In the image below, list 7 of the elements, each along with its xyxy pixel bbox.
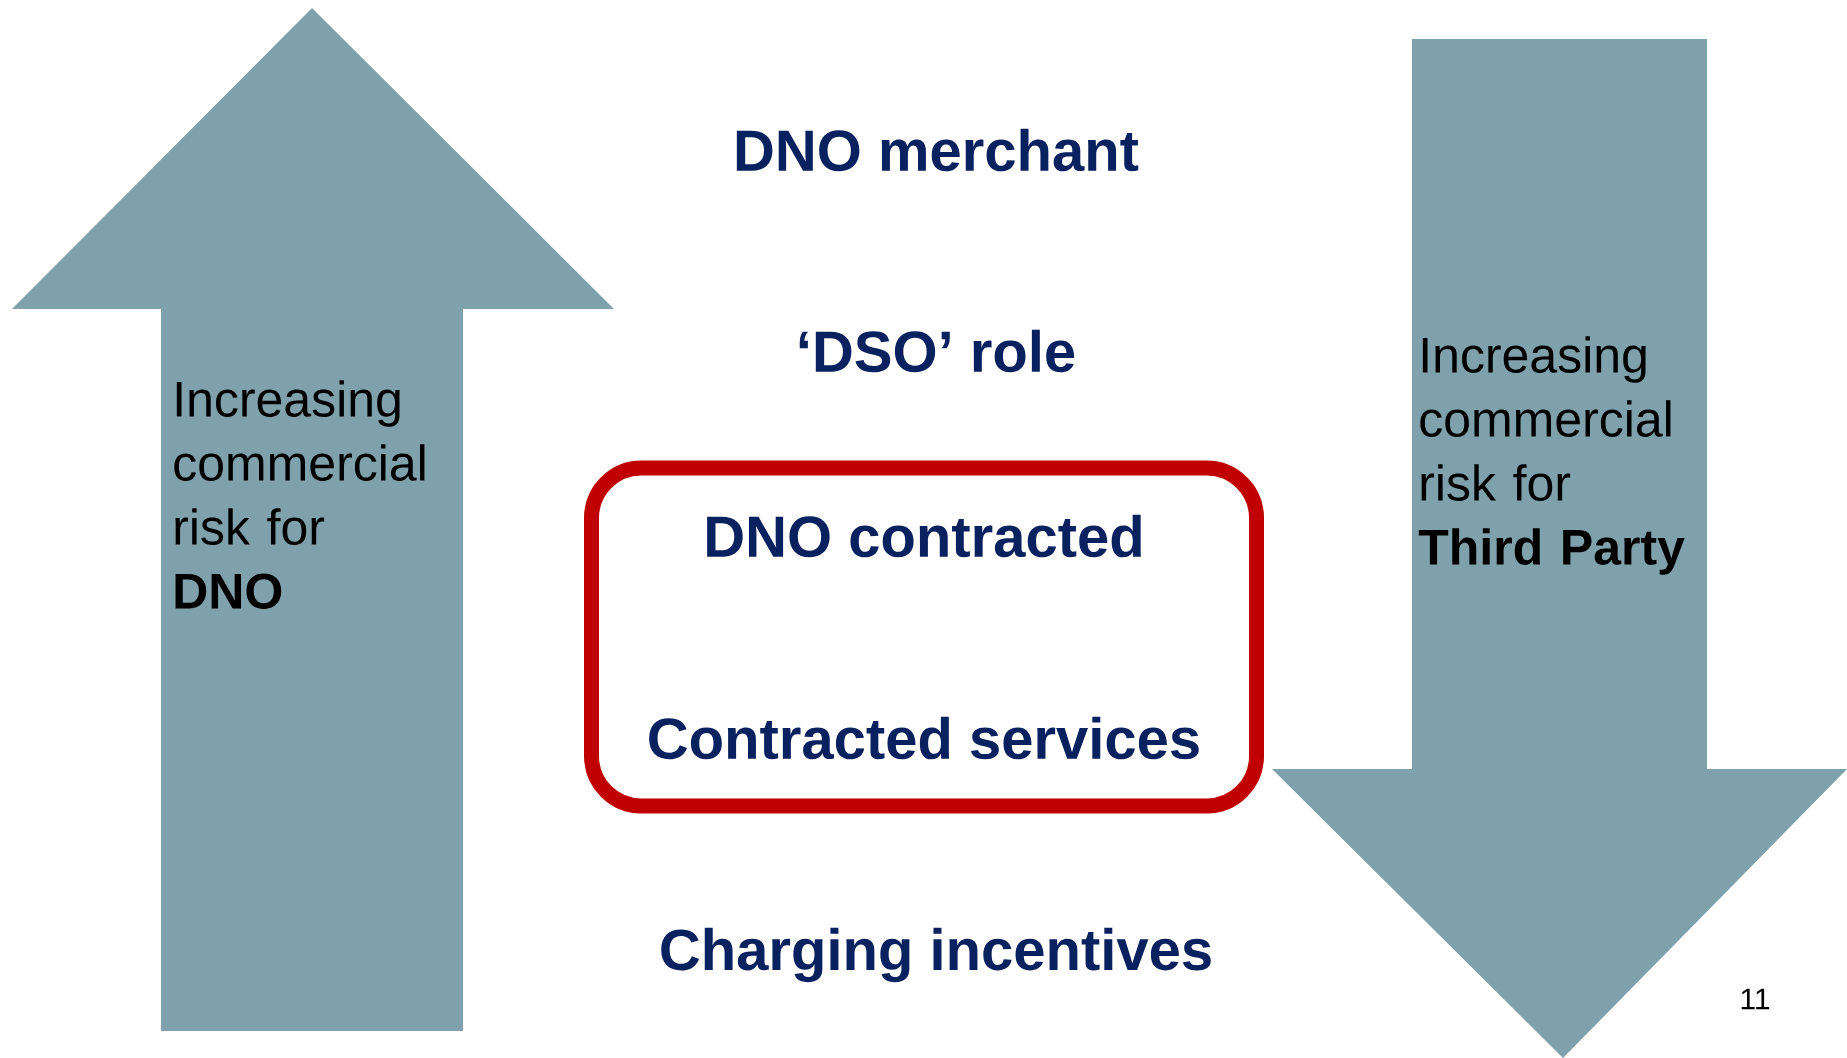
- page-number: 11: [1741, 988, 1770, 1010]
- arrow-text: Increasing commercial risk for DNO: [174, 380, 425, 609]
- heading-text: ‘DSO’ role: [799, 329, 1075, 373]
- arrow-text: Increasing commercial risk for Third Party: [1418, 336, 1685, 575]
- heading-text: DNO merchant: [736, 128, 1139, 172]
- heading-text: Charging incentives: [661, 927, 1211, 983]
- highlight-box: DNO contracted Contracted services: [584, 460, 1264, 814]
